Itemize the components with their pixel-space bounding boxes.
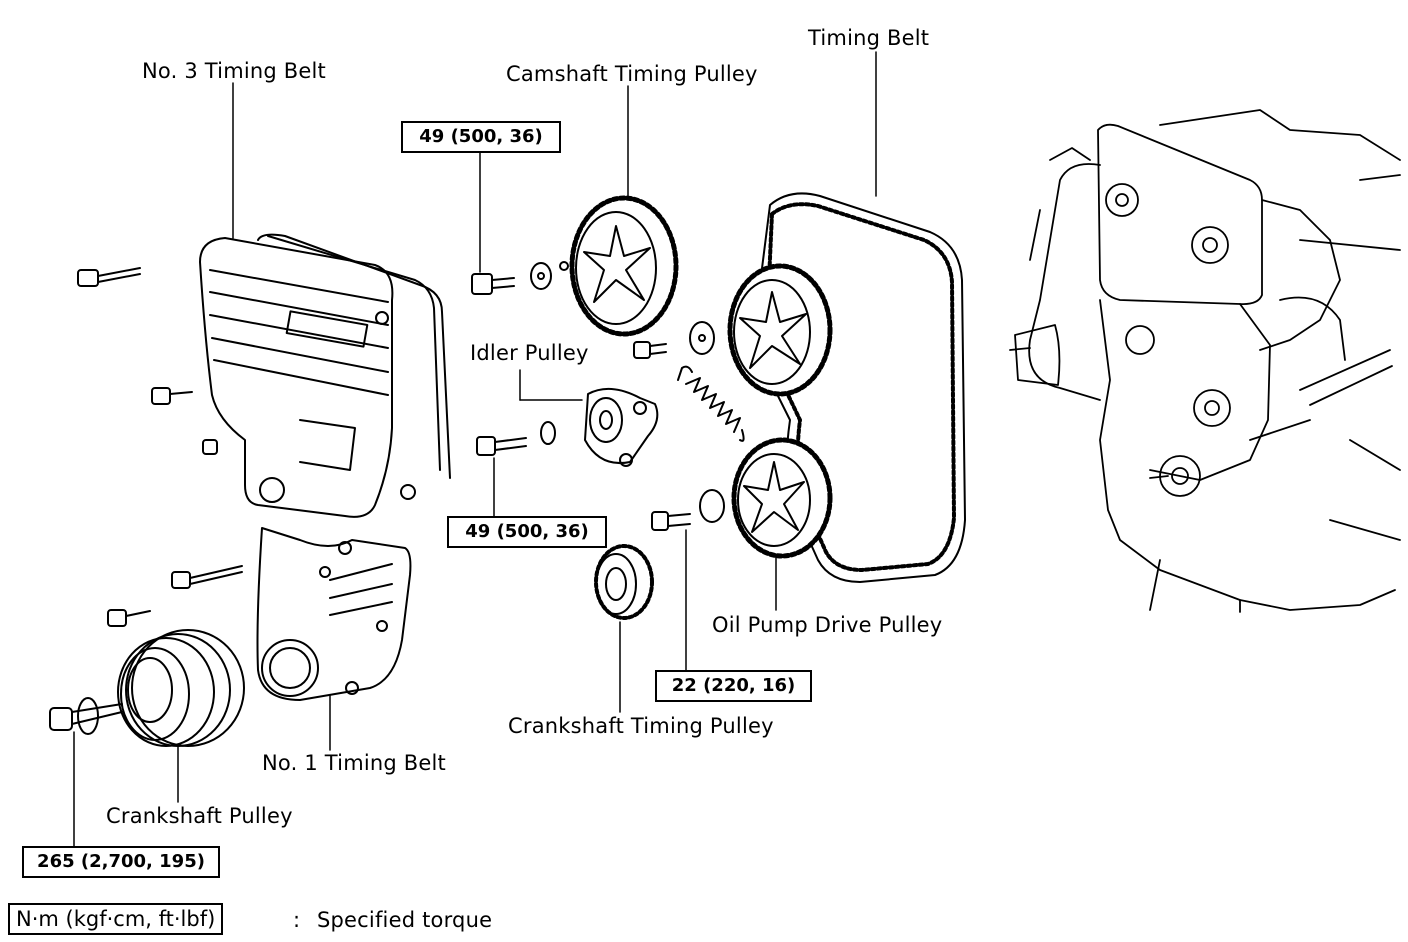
torque-oil-pump-bolt: 22 (220, 16) xyxy=(655,670,812,702)
torque-crankshaft-bolt: 265 (2,700, 195) xyxy=(22,846,220,878)
legend-text: Specified torque xyxy=(317,908,493,932)
no1-timing-belt-cover xyxy=(256,527,412,701)
label-crankshaft-pulley: Crankshaft Pulley xyxy=(106,804,293,828)
legend-separator: : xyxy=(293,908,301,932)
idler-bolt xyxy=(476,421,556,456)
cover-bolts xyxy=(77,267,243,627)
camshaft-timing-pulley xyxy=(569,195,679,337)
label-camshaft-timing-pulley: Camshaft Timing Pulley xyxy=(506,62,758,86)
label-crankshaft-timing-pulley: Crankshaft Timing Pulley xyxy=(508,714,774,738)
label-timing-belt: Timing Belt xyxy=(808,26,930,50)
no3-timing-belt-cover xyxy=(199,233,451,518)
oil-pump-bolt xyxy=(651,489,725,531)
leader-lines xyxy=(73,51,877,848)
legend-unit-box: N·m (kgf·cm, ft·lbf) xyxy=(8,903,224,935)
idler-timing-pulley xyxy=(727,263,833,397)
crankshaft-bolt xyxy=(49,697,123,735)
crankshaft-timing-pulley xyxy=(594,544,654,620)
crankshaft-pulley xyxy=(117,629,245,747)
label-oil-pump-drive-pulley: Oil Pump Drive Pulley xyxy=(712,613,943,637)
pulley-bolt-upper xyxy=(633,321,715,359)
idler-pulley xyxy=(584,387,659,467)
label-idler-pulley: Idler Pulley xyxy=(470,341,589,365)
tension-spring xyxy=(677,365,745,442)
torque-camshaft-bolt: 49 (500, 36) xyxy=(401,121,561,153)
camshaft-bolt xyxy=(471,261,569,295)
label-no1-timing-belt: No. 1 Timing Belt xyxy=(262,751,446,775)
label-no3-timing-belt: No. 3 Timing Belt xyxy=(142,59,326,83)
torque-idler-bolt: 49 (500, 36) xyxy=(447,516,607,548)
engine-block xyxy=(1009,109,1401,613)
oil-pump-drive-pulley xyxy=(731,437,833,559)
